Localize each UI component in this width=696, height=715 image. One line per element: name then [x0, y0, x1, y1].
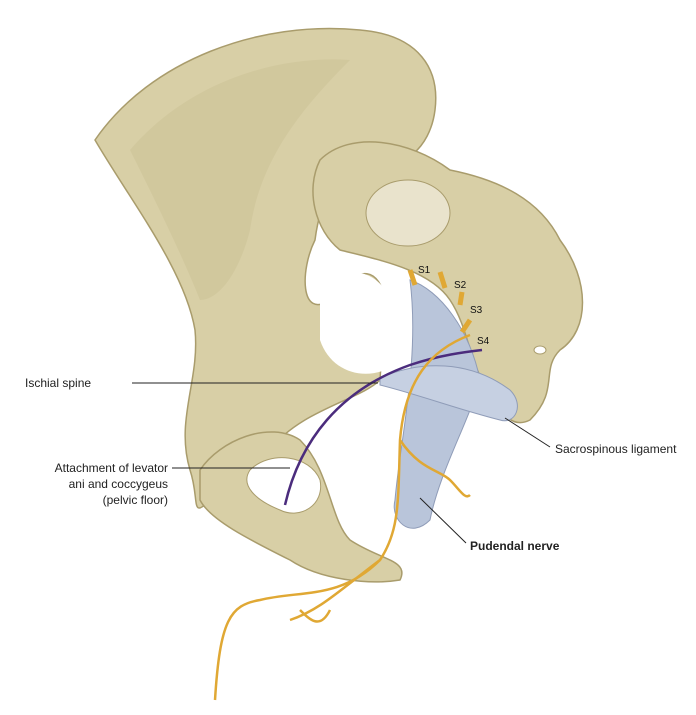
label-attachment-line3: (pelvic floor): [102, 493, 168, 507]
label-attachment: Attachment of levator ani and coccygeus …: [55, 460, 168, 508]
label-sacrospinous-ligament: Sacrospinous ligament: [555, 442, 677, 456]
label-pudendal-nerve: Pudendal nerve: [470, 539, 560, 553]
sacrotuberous-ligament: [393, 279, 481, 529]
obturator-foramen: [246, 457, 322, 514]
sacral-foramen: [533, 345, 547, 355]
pelvic-floor-line: [283, 348, 483, 506]
label-ischial-spine: Ischial spine: [25, 376, 92, 390]
sacrospinous-ligament: [379, 365, 518, 422]
nerve-roots: [407, 269, 473, 334]
sciatic-notch: [320, 271, 390, 374]
pudendal-nerve: [213, 333, 471, 701]
label-attachment-line2: ani and coccygeus: [68, 477, 168, 491]
label-s4: S4: [477, 336, 490, 347]
label-s3: S3: [470, 305, 483, 316]
leader-lines: [132, 382, 551, 544]
label-attachment-line1: Attachment of levator: [54, 461, 168, 475]
sacral-body-top: [365, 179, 451, 247]
ilium-fossa: [130, 59, 350, 300]
label-s1: S1: [418, 265, 431, 276]
label-s2: S2: [454, 280, 467, 291]
